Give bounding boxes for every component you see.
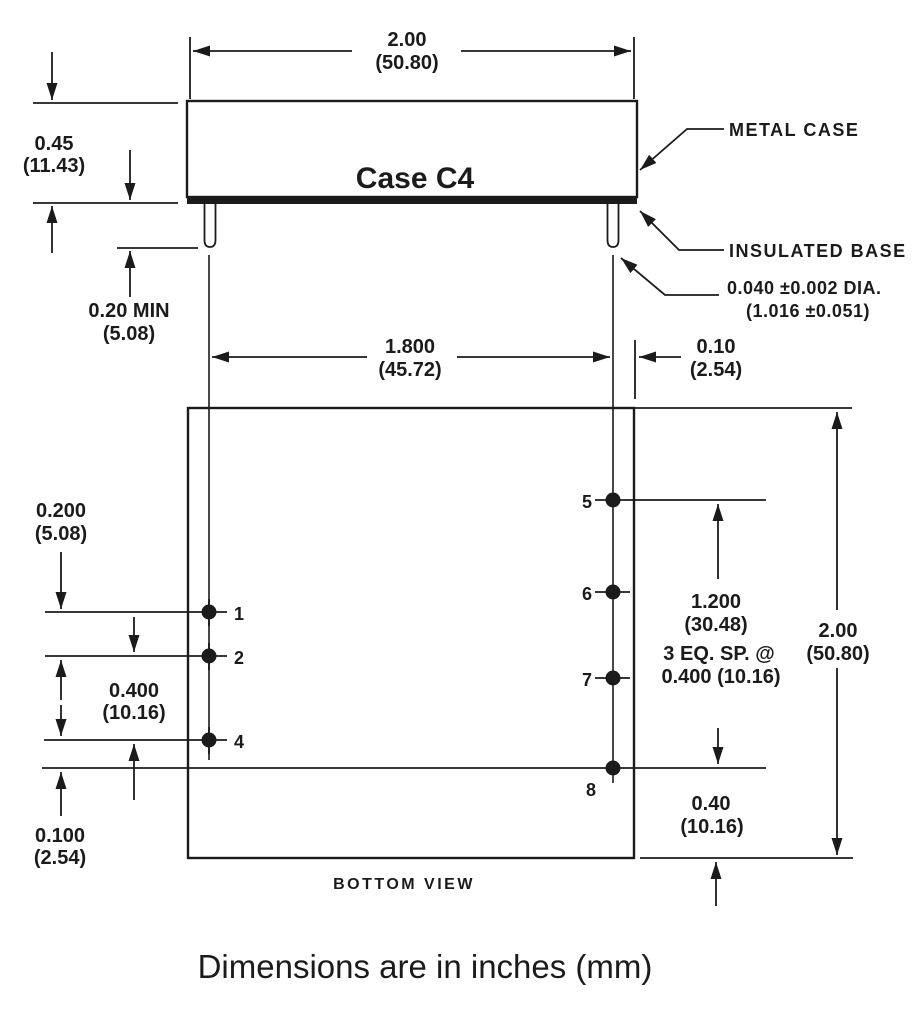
pin-6-label: 6 [582, 584, 592, 604]
pin-row-6: 6 [582, 584, 630, 604]
dim-case-width-mm: (50.80) [375, 52, 438, 74]
dim-pin-edge-offset: 0.10 (2.54) [634, 336, 742, 399]
right-pin [606, 204, 620, 248]
bottom-view-outline [186, 406, 636, 860]
dim-pin-row-span-mm: (45.72) [378, 359, 441, 381]
dim-right-row-span: 1.200 (30.48) 3 EQ. SP. @ 0.400 (10.16) [662, 504, 781, 764]
dim-pin-length-in: 0.20 MIN [88, 300, 169, 322]
dim-pin2-pin4: 0.400 (10.16) [102, 617, 166, 800]
dim-pin8-edge-mm: (10.16) [680, 816, 743, 838]
pin-row-7: 7 [582, 670, 630, 690]
dim-pin2-pin4-mm: (10.16) [102, 702, 165, 724]
dim-pin2-pin4-in: 0.400 [109, 680, 159, 702]
dim-pin-row-span: 1.800 (45.72) [212, 336, 610, 381]
insulated-base-label: INSULATED BASE [729, 241, 907, 261]
pin-2-dot [201, 648, 217, 664]
callout-pin-diameter: 0.040 ±0.002 DIA. (1.016 ±0.051) [620, 257, 881, 321]
dim-right-row-span-in: 1.200 [691, 591, 741, 613]
dim-pin-row-span-in: 1.800 [385, 336, 435, 358]
dim-pin4-pin8-mm: (2.54) [34, 847, 86, 869]
case-body-outline [185, 99, 639, 199]
pin-7-dot [605, 670, 621, 686]
pin-2-label: 2 [234, 648, 244, 668]
dim-body-length-mm: (50.80) [806, 643, 869, 665]
dim-case-height: 0.45 (11.43) [23, 52, 178, 253]
insulated-base-bar [187, 197, 637, 204]
pin-diameter-in: 0.040 ±0.002 DIA. [727, 278, 881, 298]
dim-pin8-edge: 0.40 (10.16) [680, 793, 744, 906]
dim-right-row-span-note2: 0.400 (10.16) [662, 666, 781, 688]
dim-pin-edge-offset-mm: (2.54) [690, 359, 742, 381]
pin-4-label: 4 [234, 732, 244, 752]
pin-8-label: 8 [586, 780, 596, 800]
pin-row-5: 5 [582, 492, 766, 512]
pin-6-dot [605, 584, 621, 600]
pin-row-2: 2 [45, 643, 244, 670]
pin-row-1: 1 [45, 599, 244, 626]
dim-case-height-mm: (11.43) [23, 155, 85, 177]
side-view: Case C4 [185, 99, 639, 248]
dim-pin4-pin8: 0.100 (2.54) [34, 705, 86, 869]
pin-8-dot [605, 760, 621, 776]
dim-body-length: 2.00 (50.80) [806, 412, 870, 855]
dim-pin1-pin2: 0.200 (5.08) [35, 500, 87, 700]
dim-pin8-edge-in: 0.40 [692, 793, 731, 815]
dim-pin4-pin8-in: 0.100 [35, 825, 85, 847]
dim-pin1-pin2-mm: (5.08) [35, 523, 87, 545]
pin-5-dot [605, 492, 621, 508]
dim-right-row-span-mm: (30.48) [684, 614, 747, 636]
dim-right-row-span-note1: 3 EQ. SP. @ [663, 643, 774, 665]
pin-diameter-mm: (1.016 ±0.051) [746, 301, 870, 321]
bottom-view [186, 406, 853, 860]
dim-pin-length-mm: (5.08) [103, 323, 155, 345]
dim-pin-edge-offset-in: 0.10 [697, 336, 736, 358]
callout-metal-case: METAL CASE [639, 120, 859, 171]
dim-body-length-in: 2.00 [819, 620, 858, 642]
dim-pin-length: 0.20 MIN (5.08) [88, 150, 198, 345]
callout-insulated-base: INSULATED BASE [639, 210, 907, 261]
bottom-view-caption: BOTTOM VIEW [333, 876, 475, 893]
footer-note: Dimensions are in inches (mm) [198, 948, 653, 985]
pin-row-4: 4 [44, 727, 244, 754]
left-pin [203, 204, 217, 248]
pin-5-label: 5 [582, 492, 592, 512]
pin-row-8: 8 [42, 760, 766, 800]
pin-1-label: 1 [234, 604, 244, 624]
dim-case-height-in: 0.45 [35, 133, 74, 155]
pin-4-dot [201, 732, 217, 748]
dim-case-width: 2.00 (50.80) [189, 29, 635, 99]
dim-pin1-pin2-in: 0.200 [36, 500, 86, 522]
pin-1-dot [201, 604, 217, 620]
pin-7-label: 7 [582, 670, 592, 690]
dim-case-width-in: 2.00 [388, 29, 427, 51]
case-title: Case C4 [356, 162, 475, 195]
metal-case-label: METAL CASE [729, 120, 859, 140]
